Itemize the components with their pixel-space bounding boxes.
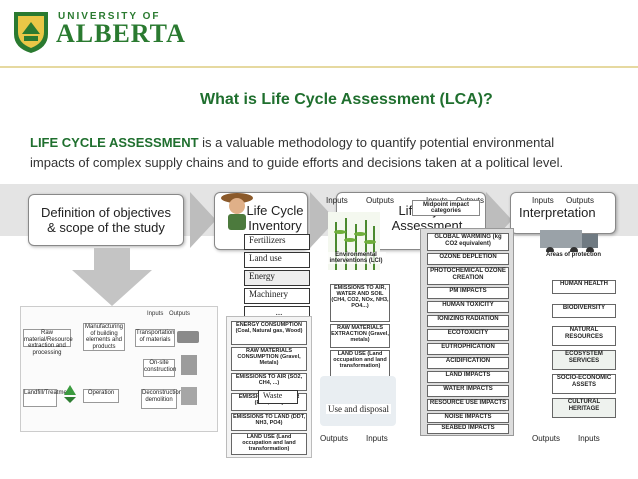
step-goal-scope: Definition of objectives & scope of the …: [28, 194, 184, 246]
area-5: CULTURAL HERITAGE: [552, 398, 616, 418]
area-3: ECOSYSTEM SERVICES: [552, 350, 616, 370]
midpoint-0: GLOBAL WARMING (kg CO2 equivalent): [427, 233, 509, 251]
inventory-item-0: ENERGY CONSUMPTION (Coal, Natural gas, W…: [231, 321, 307, 345]
assessment-left-0: EMISSIONS TO AIR, WATER AND SOIL (CH4, C…: [330, 284, 390, 322]
interp-outputs-bottom: Outputs: [532, 434, 561, 443]
midpoint-4: HUMAN TOXICITY: [427, 301, 509, 313]
midpoint-9: LAND IMPACTS: [427, 371, 509, 383]
assessment-inputs-bottom: Inputs: [366, 434, 388, 443]
intro-rest-line1: is a valuable methodology to quantify po…: [198, 135, 555, 150]
header-divider: [0, 66, 638, 68]
midpoint-8: ACIDIFICATION: [427, 357, 509, 369]
midpoint-12: NOISE IMPACTS: [427, 413, 509, 423]
use-disposal-label: Use and disposal: [326, 404, 391, 414]
slide-title: What is Life Cycle Assessment (LCA)?: [200, 91, 493, 108]
area-4: SOCIO-ECONOMIC ASSETS: [552, 374, 616, 394]
process-onsite: On-site construction: [143, 359, 176, 377]
inventory-item-2: EMISSIONS TO AIR (SO2, CH4, ...): [231, 373, 307, 391]
university-logo: [12, 10, 212, 56]
midpoint-13: SEABED IMPACTS: [427, 424, 509, 434]
inventory-input-1: Land use: [244, 252, 310, 268]
midpoint-panel: GLOBAL WARMING (kg CO2 equivalent) OZONE…: [420, 228, 514, 436]
process-transport: Transportation of materials: [135, 329, 175, 347]
assessment-left-2: LAND USE (Land occupation and land trans…: [330, 350, 390, 380]
inventory-item-5: LAND USE (Land occupation and land trans…: [231, 433, 307, 455]
step-interpretation-label: Interpretation: [519, 205, 596, 220]
process-outputs-label: Outputs: [169, 311, 191, 317]
assessment-outputs-top: Outputs: [366, 196, 395, 205]
arrow-right-1: [190, 192, 216, 248]
inventory-input-3: Machinery: [244, 288, 310, 304]
areas-panel: HUMAN HEALTH BIODIVERSITY NATURAL RESOUR…: [552, 272, 616, 422]
midpoint-6: ECOTOXICITY: [427, 329, 509, 341]
midpoint-11: RESOURCE USE IMPACTS: [427, 399, 509, 411]
env-interventions-label: Environmental interventions (LCI): [326, 252, 386, 264]
recycle-icon: [64, 385, 76, 403]
process-manufacturing: Manufacturing of building elements and p…: [83, 323, 125, 351]
intro-paragraph: LIFE CYCLE ASSESSMENT is a valuable meth…: [30, 133, 620, 173]
process-inputs-label: Inputs: [147, 311, 164, 317]
farmer-image: [221, 193, 253, 230]
down-arrow-head: [72, 270, 152, 306]
midpoint-5: IONIZING RADIATION: [427, 315, 509, 327]
midpoint-header: Midpoint impact categories: [412, 200, 480, 216]
interp-inputs-bottom: Inputs: [578, 434, 600, 443]
use-disposal-image: [320, 376, 396, 426]
down-arrow-shaft: [94, 248, 130, 272]
midpoint-10: WATER IMPACTS: [427, 385, 509, 397]
assessment-inputs-top: Inputs: [326, 196, 348, 205]
area-0: HUMAN HEALTH: [552, 280, 616, 294]
building-icon: [181, 355, 197, 375]
intro-strong: LIFE CYCLE ASSESSMENT: [30, 135, 199, 150]
crest-icon: [14, 12, 48, 53]
inventory-item-4: EMISSIONS TO LAND (DDT, NH3, PO4): [231, 413, 307, 431]
step-inventory-line2: Inventory: [248, 218, 302, 233]
crane-icon: [181, 387, 197, 405]
process-landfill: Landfill/Treatment: [23, 389, 72, 407]
interp-outputs-top: Outputs: [566, 196, 595, 205]
process-raw: Raw material/Resource extraction and pro…: [23, 329, 73, 356]
process-diagram-panel: Raw material/Resource extraction and pro…: [20, 306, 218, 432]
inventory-input-0: Fertilizers: [244, 234, 310, 250]
process-decon: Deconstruction/ demolition: [141, 389, 184, 409]
step-interpretation: Interpretation: [510, 192, 616, 234]
inventory-list-panel: ENERGY CONSUMPTION (Coal, Natural gas, W…: [226, 316, 312, 458]
midpoint-7: EUTROPHICATION: [427, 343, 509, 355]
waste-label: Waste: [258, 390, 298, 404]
midpoint-1: OZONE DEPLETION: [427, 253, 509, 265]
interp-inputs-top: Inputs: [532, 196, 554, 205]
step-goal-label: Definition of objectives & scope of the …: [40, 205, 172, 235]
assessment-left-1: RAW MATERIALS EXTRACTION (Gravel, metals…: [330, 324, 390, 348]
assessment-left-panel: EMISSIONS TO AIR, WATER AND SOIL (CH4, C…: [330, 284, 390, 404]
logo-line2: ALBERTA: [56, 19, 186, 48]
inventory-item-1: RAW MATERIALS CONSUMPTION (Gravel, Metal…: [231, 347, 307, 371]
midpoint-3: PM IMPACTS: [427, 287, 509, 299]
inventory-input-2: Energy: [244, 270, 310, 286]
assessment-outputs-bottom: Outputs: [320, 434, 349, 443]
step-inventory-line1: Life Cycle: [246, 203, 304, 218]
area-1: BIODIVERSITY: [552, 304, 616, 318]
logo-line1: UNIVERSITY OF: [58, 11, 161, 22]
area-2: NATURAL RESOURCES: [552, 326, 616, 346]
truck-icon: [177, 331, 199, 343]
intro-line2: impacts of complex supply chains and to …: [30, 155, 564, 170]
process-operation: Operation: [83, 389, 119, 403]
areas-header: Areas of protection: [546, 252, 616, 258]
midpoint-2: PHOTOCHEMICAL OZONE CREATION: [427, 267, 509, 285]
inventory-input-list: Fertilizers Land use Energy Machinery ..…: [244, 208, 310, 318]
